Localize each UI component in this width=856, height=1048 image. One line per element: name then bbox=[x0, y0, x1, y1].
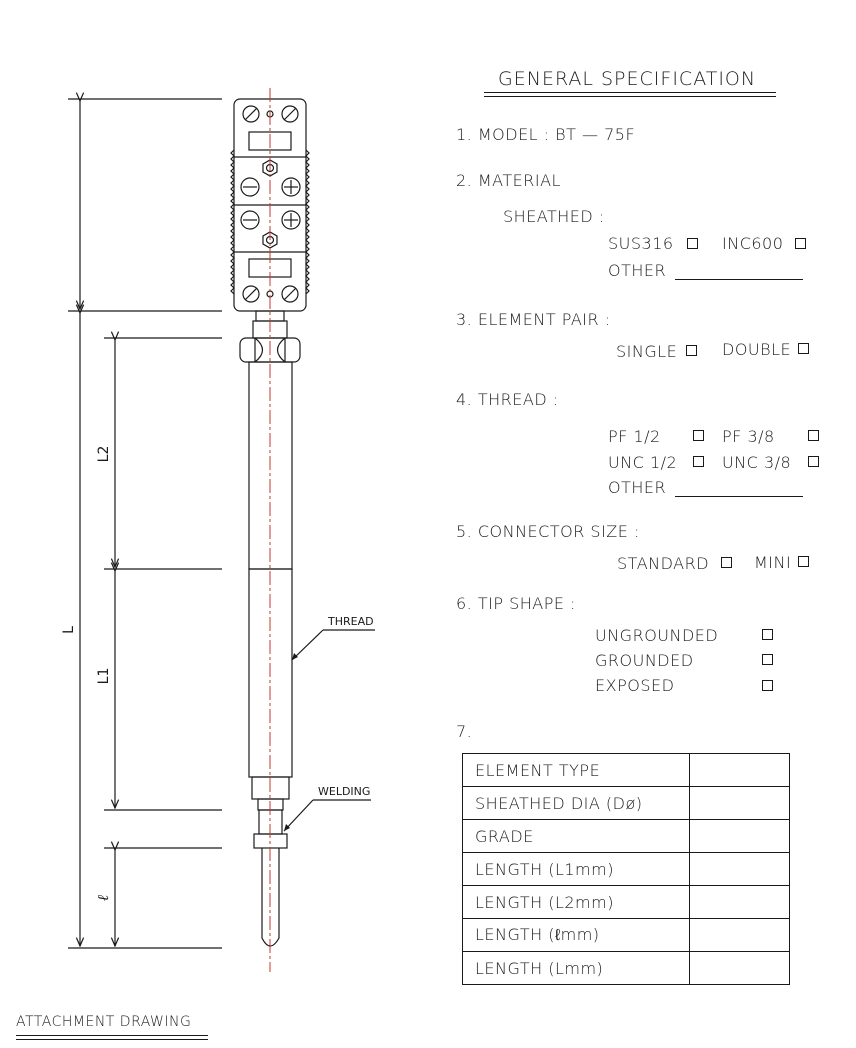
option-exposed-label: EXPOSED bbox=[595, 676, 675, 695]
welding-callout: WELDING bbox=[318, 785, 370, 798]
thread-other-field[interactable] bbox=[675, 496, 803, 497]
option-single-label: SINGLE bbox=[616, 342, 678, 361]
table-row: LENGTH (Lmm) bbox=[462, 951, 790, 985]
pf38-checkbox[interactable] bbox=[808, 430, 819, 441]
table-row: LENGTH (ℓmm) bbox=[462, 918, 790, 952]
spec-tip-shape: 6. TIP SHAPE : bbox=[456, 594, 576, 613]
single-checkbox[interactable] bbox=[686, 345, 697, 356]
exposed-checkbox[interactable] bbox=[762, 680, 773, 691]
dim-l-label: L bbox=[61, 626, 77, 634]
spec-sheathed: SHEATHED : bbox=[503, 207, 605, 226]
spec-model: 1. MODEL : BT — 75F bbox=[456, 125, 636, 144]
table-row: LENGTH (L1mm) bbox=[462, 852, 790, 886]
row-label: LENGTH (ℓmm) bbox=[462, 918, 690, 952]
option-mini-label: MINI bbox=[754, 553, 792, 572]
spec-item-7: 7. bbox=[456, 722, 473, 741]
row-value-field[interactable] bbox=[689, 819, 790, 853]
row-value-field[interactable] bbox=[689, 753, 790, 787]
grounded-checkbox[interactable] bbox=[762, 654, 773, 665]
sus316-checkbox[interactable] bbox=[687, 238, 698, 249]
thread-other-label: OTHER bbox=[608, 478, 667, 497]
row-label: LENGTH (L1mm) bbox=[462, 852, 690, 886]
option-grounded-label: GROUNDED bbox=[595, 651, 694, 670]
spec-element-pair: 3. ELEMENT PAIR : bbox=[456, 310, 611, 329]
option-ungrounded-label: UNGROUNDED bbox=[595, 626, 719, 645]
double-checkbox[interactable] bbox=[798, 343, 809, 354]
unc38-checkbox[interactable] bbox=[808, 456, 819, 467]
row-value-field[interactable] bbox=[689, 786, 790, 820]
material-other-label: OTHER bbox=[608, 261, 667, 280]
ungrounded-checkbox[interactable] bbox=[762, 629, 773, 640]
option-unc12-label: UNC 1/2 bbox=[608, 453, 678, 472]
attachment-drawing-label: ATTACHMENT DRAWING bbox=[16, 1014, 192, 1030]
option-unc38-label: UNC 3/8 bbox=[722, 453, 792, 472]
option-standard-label: STANDARD bbox=[617, 554, 710, 573]
thread-callout: THREAD bbox=[327, 615, 374, 628]
table-row: SHEATHED DIA (Dø) bbox=[462, 786, 790, 820]
spec-connector-size: 5. CONNECTOR SIZE : bbox=[456, 522, 640, 541]
row-label: ELEMENT TYPE bbox=[462, 753, 690, 787]
standard-checkbox[interactable] bbox=[721, 557, 732, 568]
row-value-field[interactable] bbox=[689, 885, 790, 919]
dim-l2-label: L2 bbox=[96, 446, 112, 463]
spec-table: ELEMENT TYPE SHEATHED DIA (Dø) GRADE LEN… bbox=[462, 753, 790, 985]
row-label: LENGTH (L2mm) bbox=[462, 885, 690, 919]
dim-l1-label: L1 bbox=[96, 668, 112, 685]
title-underline-1 bbox=[484, 92, 776, 93]
table-row: ELEMENT TYPE bbox=[462, 753, 790, 787]
mini-checkbox[interactable] bbox=[798, 556, 809, 567]
row-label: LENGTH (Lmm) bbox=[462, 951, 690, 985]
option-inc600-label: INC600 bbox=[722, 234, 784, 253]
footer-underline-1 bbox=[16, 1035, 208, 1036]
row-label: GRADE bbox=[462, 819, 690, 853]
spec-thread: 4. THREAD : bbox=[456, 390, 559, 409]
material-other-field[interactable] bbox=[675, 279, 803, 280]
spec-material: 2. MATERIAL bbox=[456, 171, 561, 190]
row-value-field[interactable] bbox=[689, 852, 790, 886]
dim-small-l-label: ℓ bbox=[94, 895, 112, 901]
footer-underline-2 bbox=[16, 1039, 208, 1040]
option-pf38-label: PF 3/8 bbox=[722, 427, 775, 446]
option-double-label: DOUBLE bbox=[722, 340, 792, 359]
title-underline-2 bbox=[484, 96, 776, 97]
table-row: LENGTH (L2mm) bbox=[462, 885, 790, 919]
option-pf12-label: PF 1/2 bbox=[608, 427, 661, 446]
page-title: GENERAL SPECIFICATION bbox=[498, 68, 757, 90]
pf12-checkbox[interactable] bbox=[693, 430, 704, 441]
row-value-field[interactable] bbox=[689, 951, 790, 985]
option-sus316-label: SUS316 bbox=[608, 234, 674, 253]
unc12-checkbox[interactable] bbox=[693, 456, 704, 467]
inc600-checkbox[interactable] bbox=[795, 238, 806, 249]
table-row: GRADE bbox=[462, 819, 790, 853]
row-value-field[interactable] bbox=[689, 918, 790, 952]
row-label: SHEATHED DIA (Dø) bbox=[462, 786, 690, 820]
